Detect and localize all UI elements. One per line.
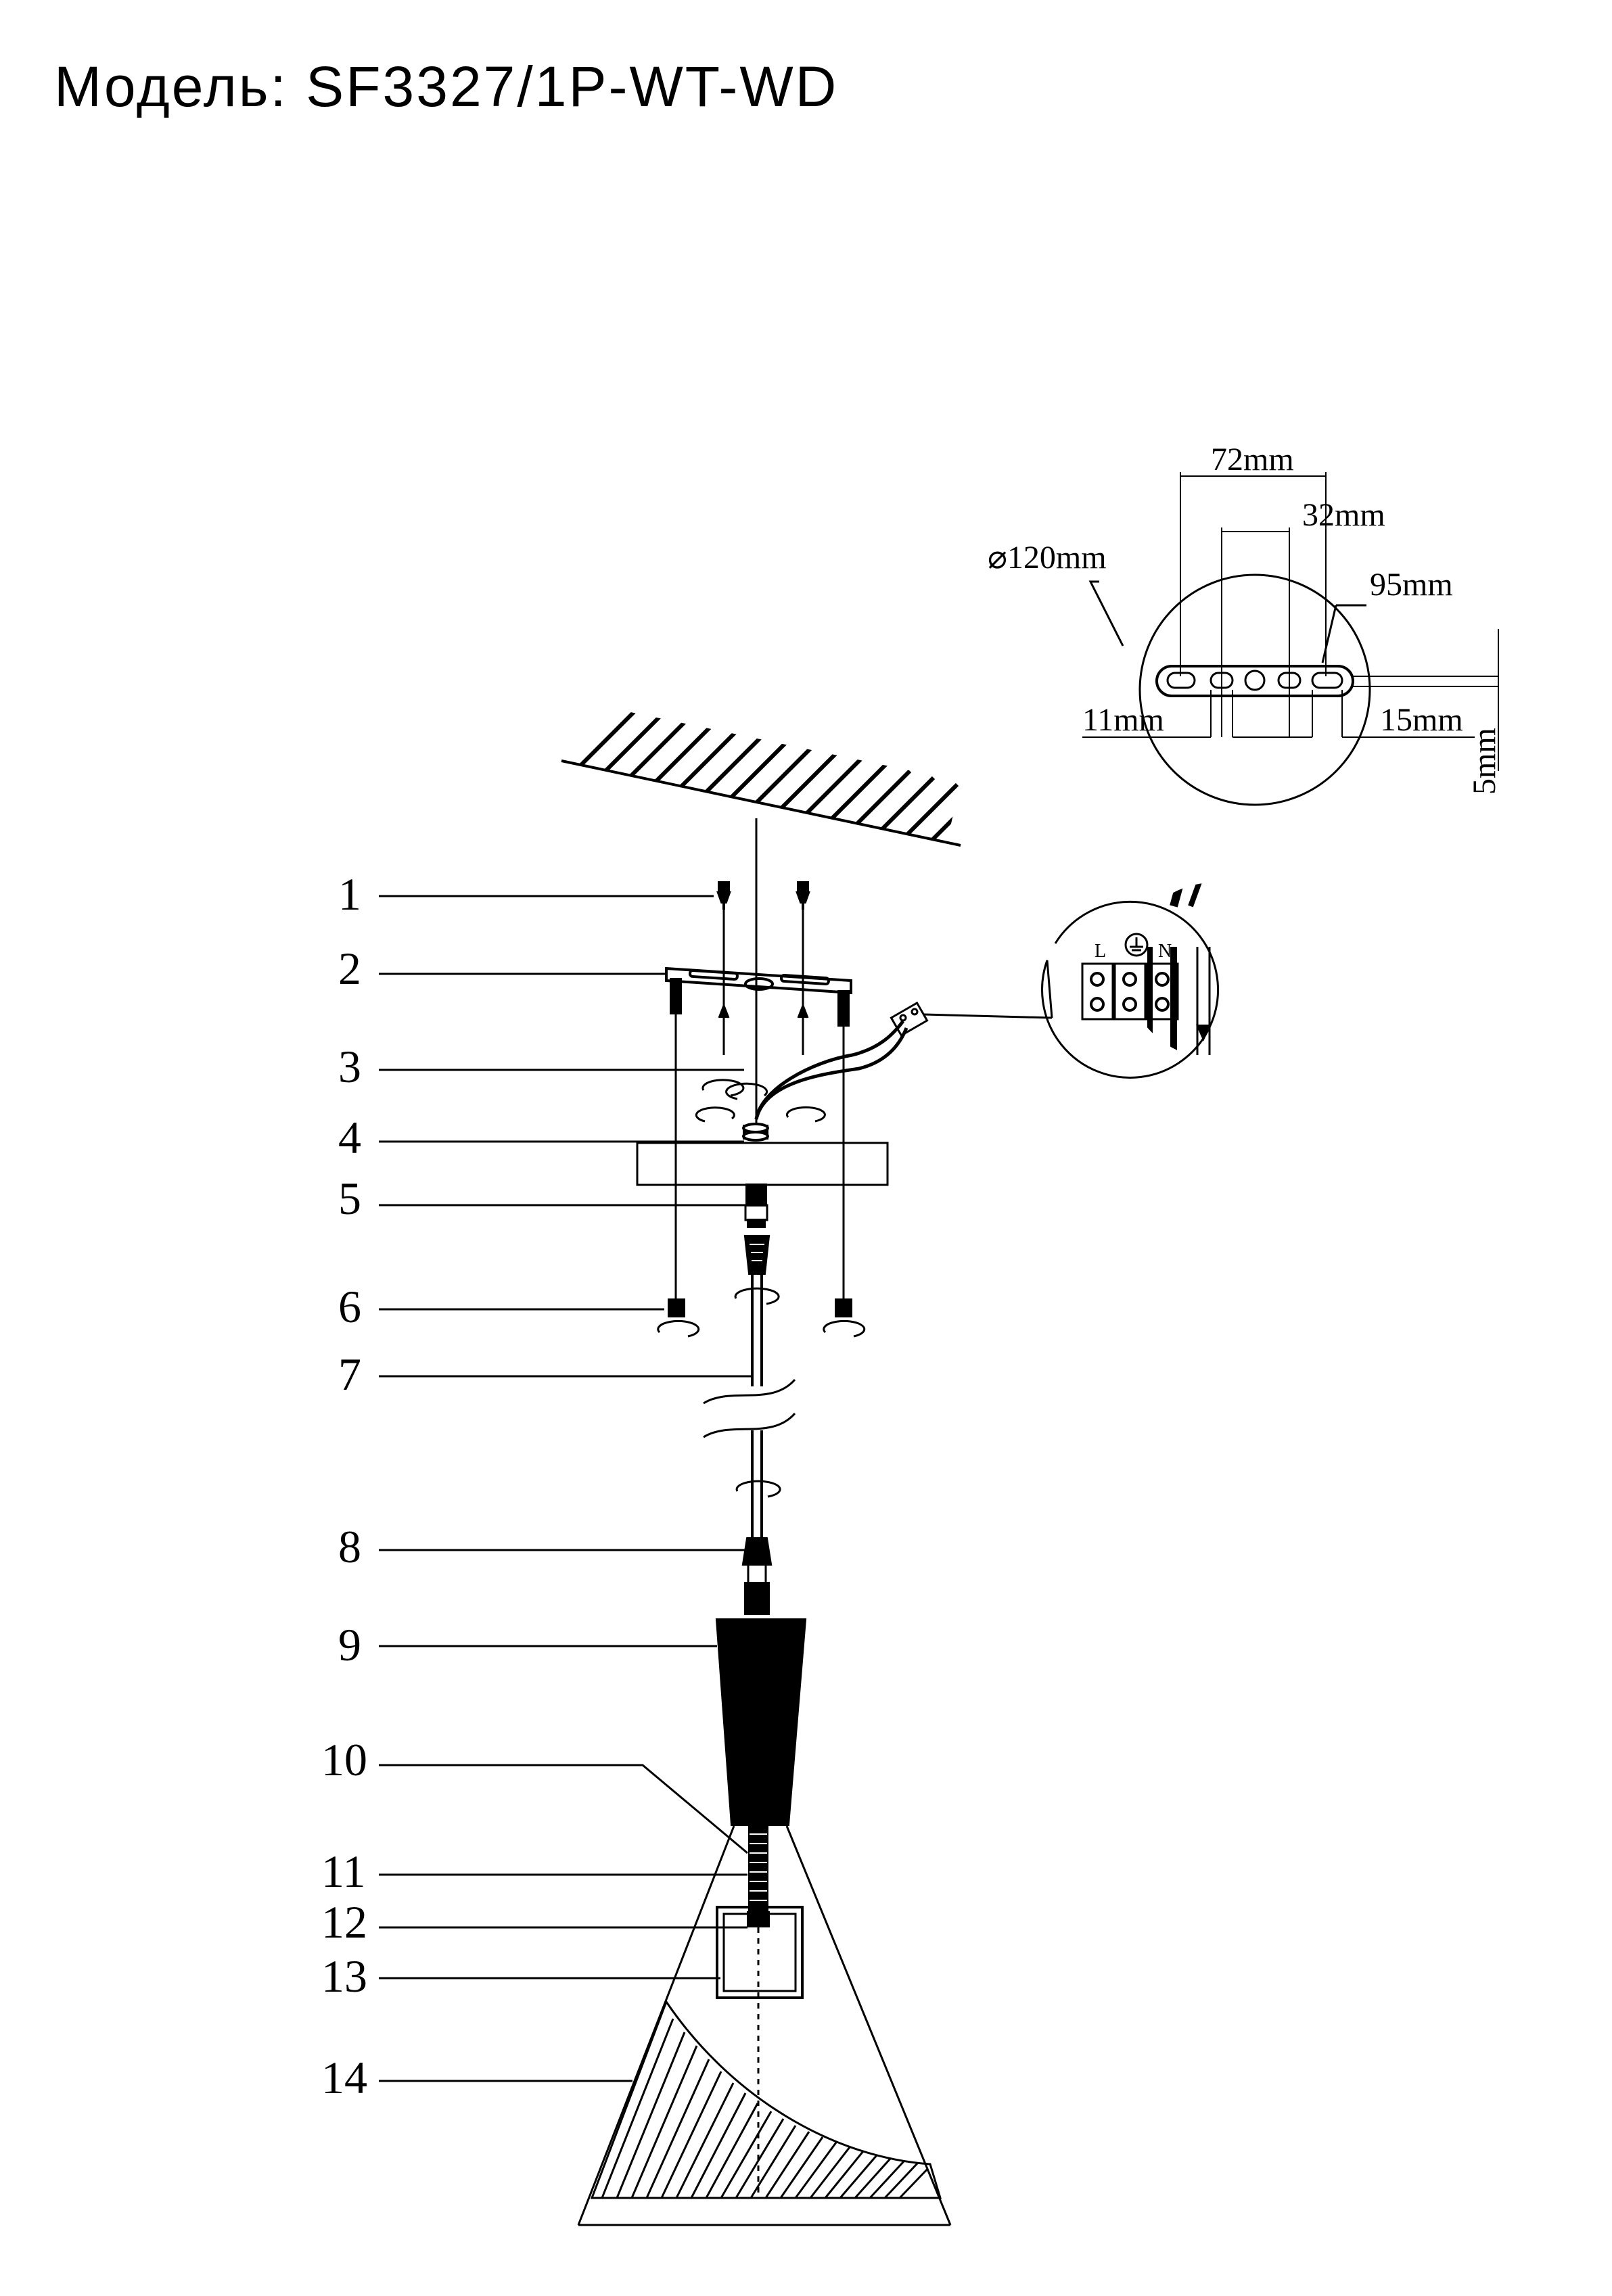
dim-11mm: 11mm [1082,702,1164,738]
part-3-wiring [695,1020,908,1123]
callout-3: 3 [338,1041,361,1092]
callout-4: 4 [338,1112,361,1163]
screw-icon [796,881,810,910]
callout-7: 7 [338,1349,361,1400]
insertion-arrows [718,910,809,1055]
part-6-cap-nuts [668,1298,852,1317]
callout-10: 10 [321,1734,367,1785]
dim-72mm: 72mm [1211,442,1294,477]
callout-5: 5 [338,1173,361,1224]
rotation-arrows [657,1287,866,1498]
terminal-label-n: N [1158,941,1172,962]
dim-5mm: 5mm [1467,728,1502,795]
dim-15mm: 15mm [1380,702,1463,738]
callout-14: 14 [321,2052,367,2103]
callout-13: 13 [321,1950,367,2002]
callout-9: 9 [338,1619,361,1670]
terminal-block-icon [890,1001,1053,1037]
part-8-lower-cord-grip [741,1537,773,1615]
callout-2: 2 [338,943,361,994]
dim-32mm: 32mm [1302,497,1385,533]
dim-120mm-diameter: ⌀120mm [988,540,1107,576]
part-2-mounting-bracket [665,966,852,1027]
model-title: Модель: SF3327/1P-WT-WD [54,55,839,118]
screw-icon [716,881,731,910]
leader-lines [379,895,751,2082]
callout-6: 6 [338,1281,361,1332]
part-7-suspension-cord [703,1275,796,1539]
wiring-detail-magnifier: L N [1041,883,1220,1079]
part-11-threaded-pipe [748,1823,768,1914]
callout-11: 11 [321,1846,365,1897]
callout-8: 8 [338,1521,361,1572]
part-5-cord-grip [743,1184,770,1275]
part-9-wooden-cone [715,1618,807,1826]
callout-12: 12 [321,1896,367,1948]
dim-95mm: 95mm [1370,567,1453,603]
bracket-dimension-detail: 72mm 32mm ⌀120mm 95mm 11mm 15mm 5mm [988,442,1502,806]
part-13-lamp-socket [716,1906,804,2198]
callout-labels: 1 2 3 4 5 6 7 8 9 10 11 12 13 14 [321,868,367,2103]
part-14-shade [577,1825,952,2226]
earth-ground-icon [1124,933,1149,957]
terminal-label-l: L [1095,941,1106,962]
ceiling-hatch [561,703,961,847]
callout-1: 1 [338,868,361,920]
part-1-mounting-screws [716,881,810,910]
